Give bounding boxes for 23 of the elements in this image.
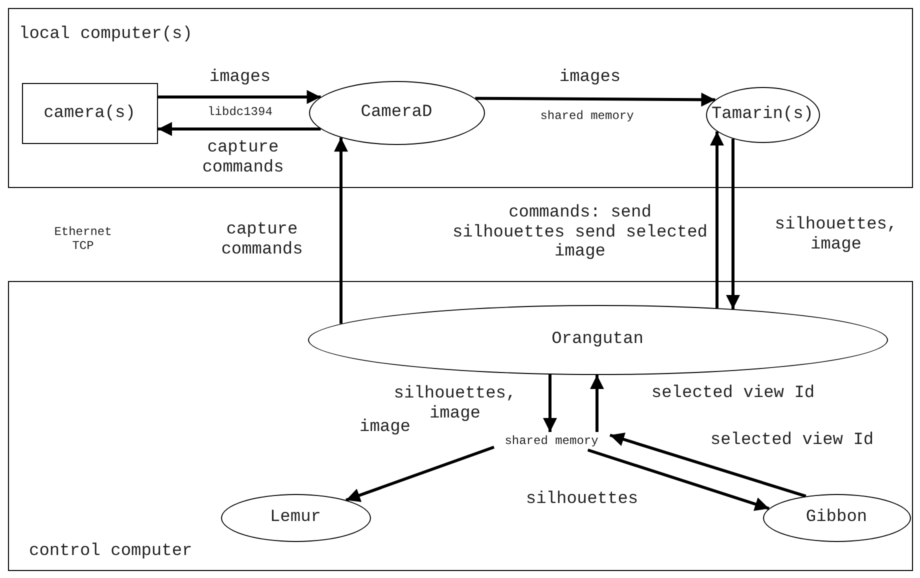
node-label: Lemur (270, 508, 321, 527)
shared-memory-label: shared memory (538, 110, 636, 124)
computer-label: local computer(s) (19, 25, 192, 44)
arrow (158, 122, 321, 136)
shared-memory-label: shared memory (504, 434, 598, 448)
arrow (710, 132, 724, 308)
node-label: Gibbon (806, 508, 868, 527)
arrow (345, 446, 494, 502)
arrow (475, 92, 716, 107)
arrow (587, 448, 770, 511)
arrow (543, 374, 557, 432)
process-ellipse (762, 494, 910, 542)
node-label: Orangutan (552, 330, 644, 349)
node-label: Tamarin(s) (711, 105, 814, 124)
arrow (610, 432, 806, 498)
arrow (590, 375, 604, 432)
node-label: camera(s) (44, 104, 136, 122)
process-box (22, 82, 158, 144)
computer-label: control computer (29, 542, 192, 561)
node-label: CameraD (360, 103, 432, 122)
arrow (334, 138, 348, 324)
arrow (726, 138, 740, 310)
arrow (158, 90, 321, 104)
